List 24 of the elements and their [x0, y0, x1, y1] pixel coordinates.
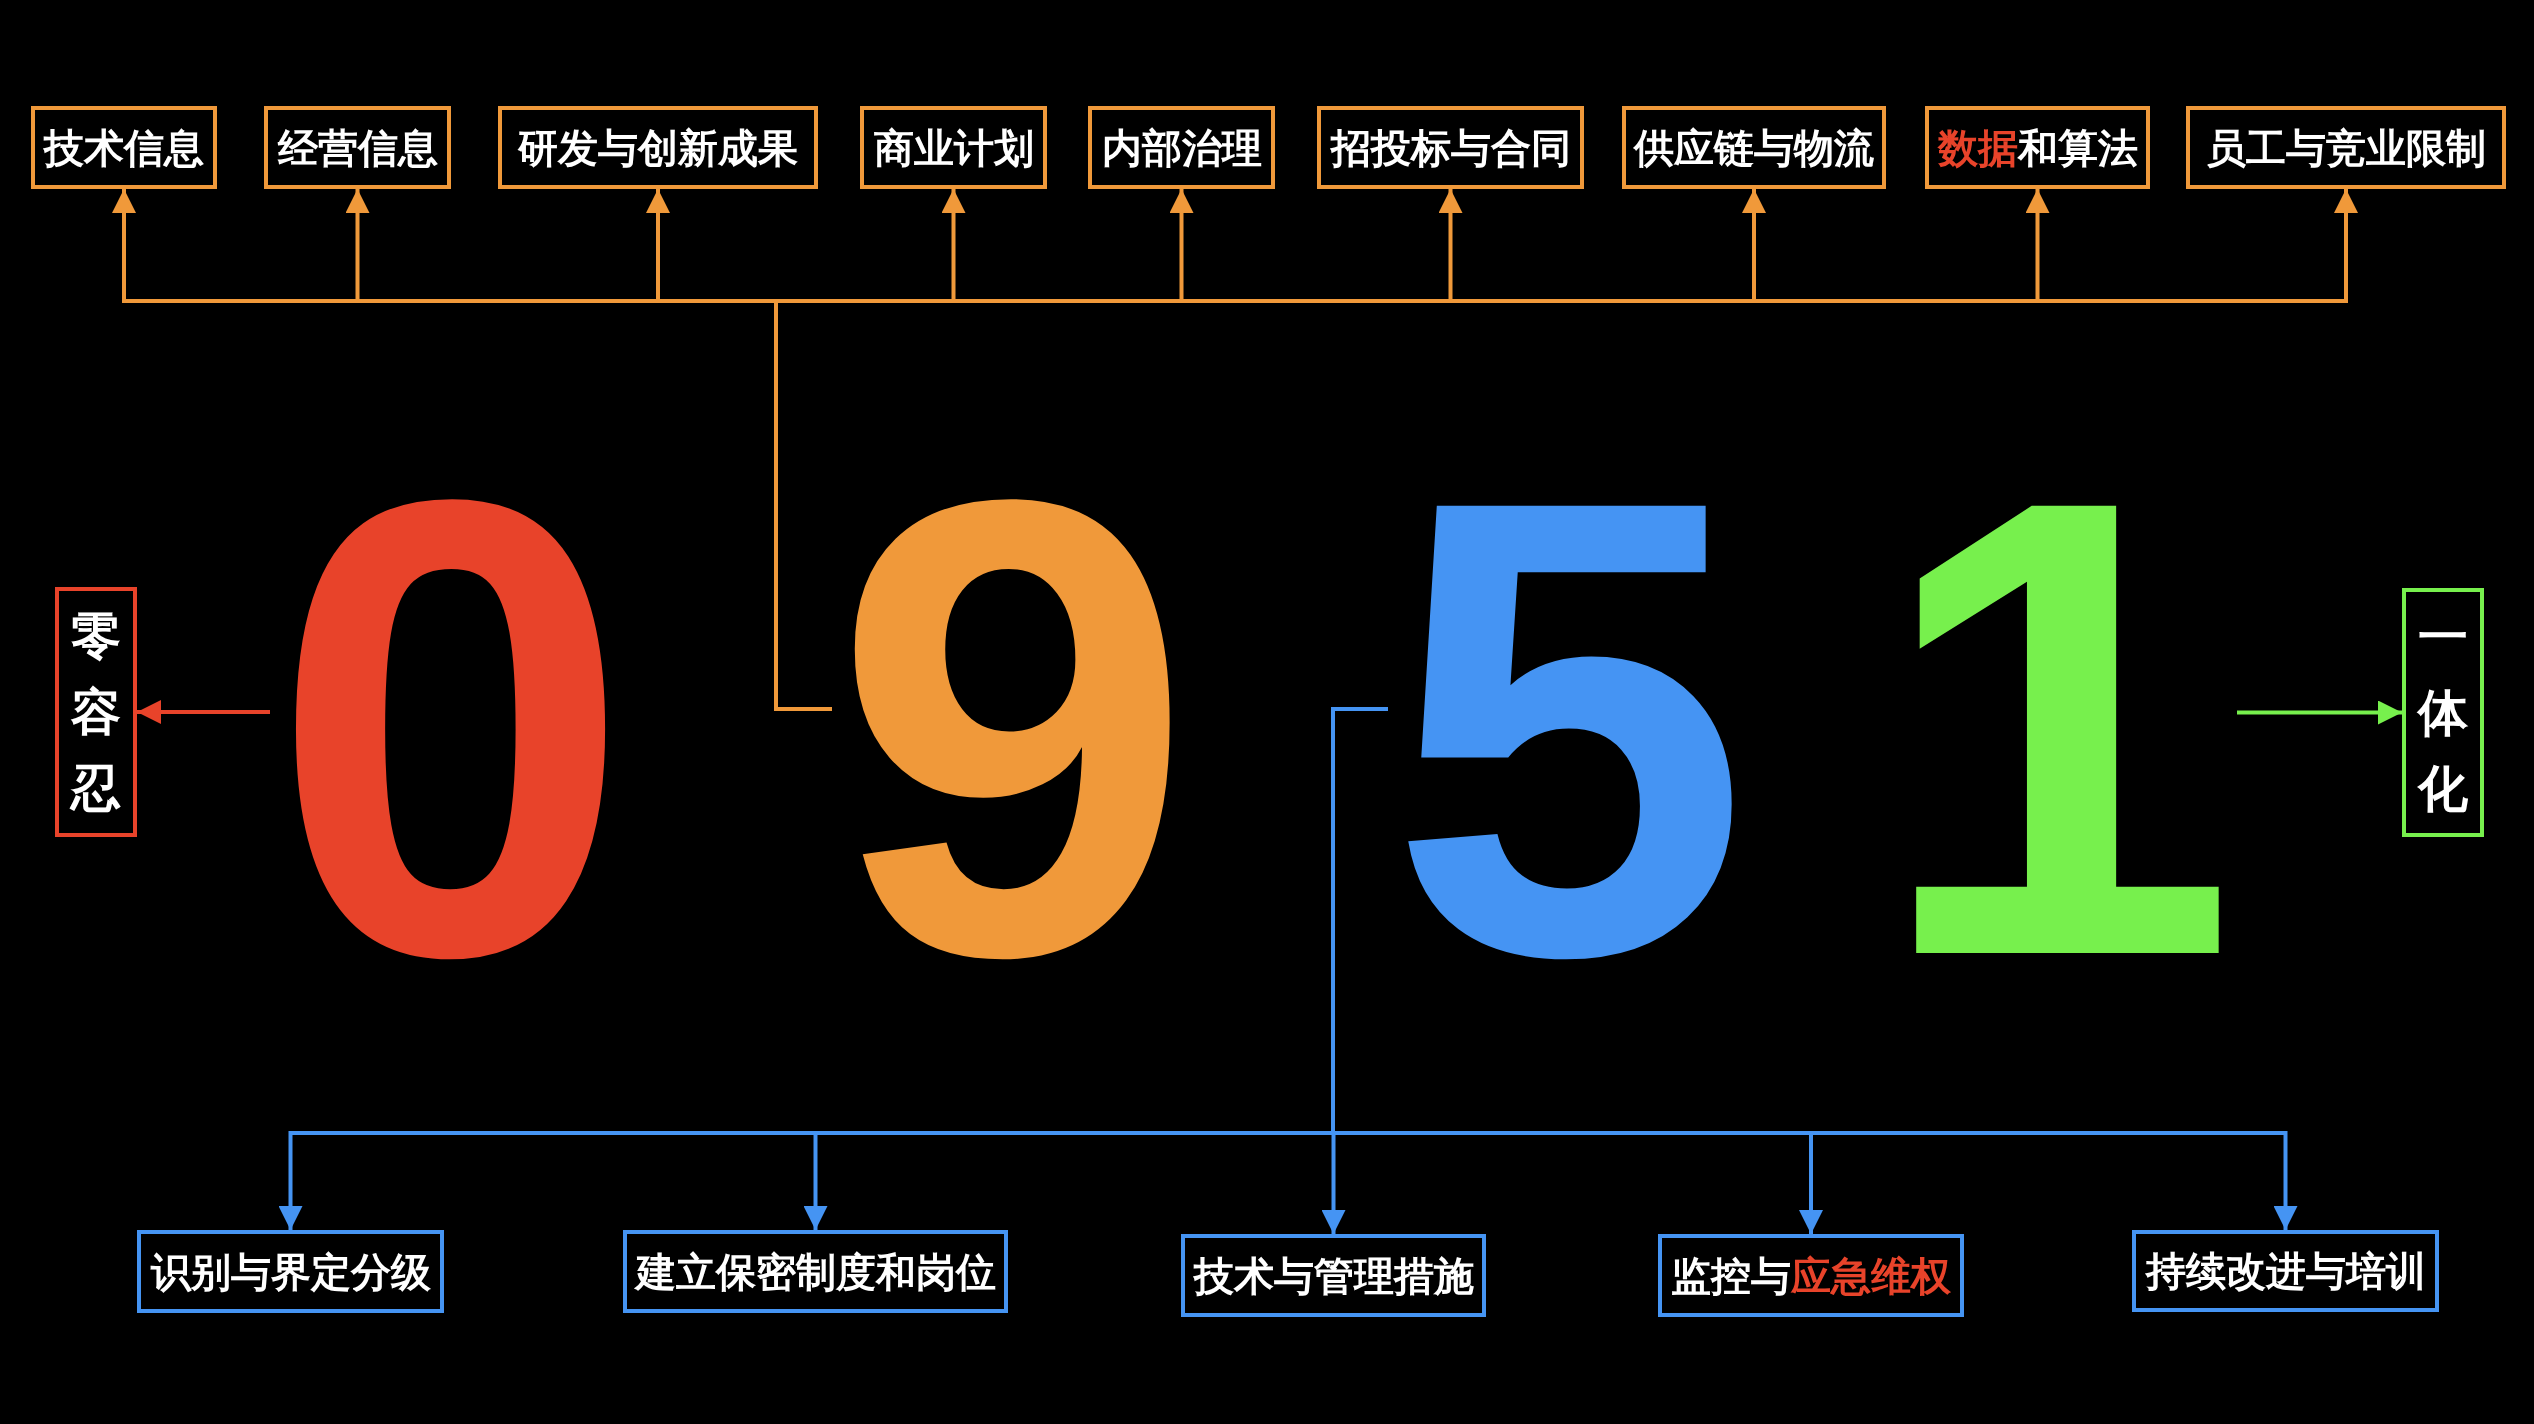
measure-box: 持续改进与培训	[2132, 1230, 2439, 1312]
vertical-label-box: 零容忍	[55, 587, 137, 837]
arrow	[137, 700, 270, 724]
category-box: 数据和算法	[1925, 106, 2150, 189]
category-box: 招投标与合同	[1317, 106, 1584, 189]
category-box: 员工与竞业限制	[2186, 106, 2506, 189]
large-digit: 1	[1875, 485, 2237, 973]
arrow	[1331, 707, 2298, 1230]
measure-box: 监控与应急维权	[1658, 1234, 1964, 1317]
large-digit: 5	[1388, 485, 1750, 973]
category-box: 供应链与物流	[1622, 106, 1886, 189]
large-digit: 0	[270, 485, 632, 973]
large-digit: 9	[832, 485, 1194, 973]
category-box: 商业计划	[860, 106, 1047, 189]
category-box: 研发与创新成果	[498, 106, 818, 189]
measure-box: 建立保密制度和岗位	[623, 1230, 1008, 1313]
category-box: 内部治理	[1088, 106, 1275, 189]
measure-box: 识别与界定分级	[137, 1230, 444, 1313]
vertical-label-box: 一体化	[2402, 588, 2484, 837]
arrow	[774, 189, 2358, 711]
measure-box: 技术与管理措施	[1181, 1234, 1486, 1317]
arrow	[2237, 700, 2402, 725]
category-box: 经营信息	[264, 106, 451, 189]
category-box: 技术信息	[31, 106, 217, 189]
